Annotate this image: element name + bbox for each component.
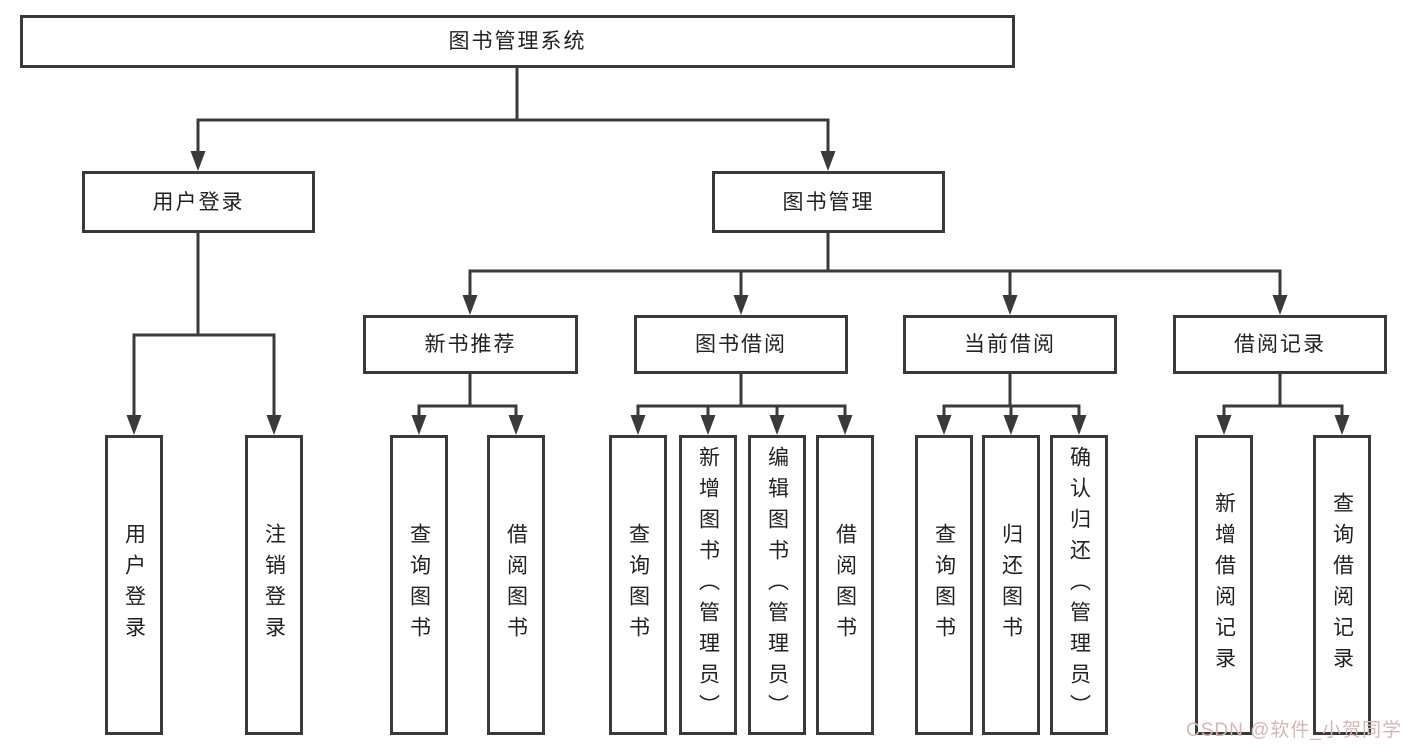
arrow-icon [190,151,206,171]
leaf-add-books-admin: 新增图书（管理员） [679,435,737,735]
arrow-icon [769,415,785,435]
arrow-icon [1272,295,1288,315]
leaf-query-books-recommend-label: 查询图书 [407,523,431,647]
node-current-borrowing-label: 当前借阅 [964,333,1056,356]
arrow-icon [936,415,952,435]
connector-book-borrow [636,372,847,430]
connector-root [196,66,830,166]
leaf-query-books-borrow-label: 查询图书 [626,523,650,647]
leaf-edit-books-admin: 编辑图书（管理员） [748,435,806,735]
node-book-borrowing: 图书借阅 [634,315,848,374]
csdn-watermark: CSDN @软件_小贺同学 [1186,720,1402,741]
arrow-icon [508,415,524,435]
leaf-confirm-return-admin-label: 确认归还（管理员） [1067,445,1091,725]
leaf-logout: 注销登录 [245,435,303,735]
leaf-query-books-recommend: 查询图书 [390,435,448,735]
arrow-icon [1071,415,1087,435]
leaf-borrow-books-recommend-label: 借阅图书 [504,523,528,647]
leaf-query-borrow-record: 查询借阅记录 [1313,435,1371,735]
arrow-icon [837,415,853,435]
node-borrowing-records: 借阅记录 [1173,315,1387,374]
arrow-icon [266,415,282,435]
leaf-query-books-borrow: 查询图书 [609,435,667,735]
leaf-return-books-label: 归还图书 [999,523,1023,647]
leaf-borrow-books-label: 借阅图书 [833,523,857,647]
connector-user-login [132,231,276,430]
arrow-icon [820,151,836,171]
node-current-borrowing: 当前借阅 [903,315,1117,374]
leaf-logout-label: 注销登录 [262,523,286,647]
node-book-management: 图书管理 [712,171,945,233]
leaf-query-borrow-record-label: 查询借阅记录 [1330,492,1354,678]
node-borrowing-records-label: 借阅记录 [1234,333,1326,356]
leaf-user-login: 用户登录 [105,435,163,735]
node-book-management-label: 图书管理 [782,190,875,214]
leaf-query-books-current-label: 查询图书 [932,523,956,647]
connector-new-book [417,372,518,430]
connector-borrow-records [1222,372,1344,430]
leaf-add-books-admin-label: 新增图书（管理员） [696,445,720,725]
leaf-add-borrow-record-label: 新增借阅记录 [1212,492,1236,678]
leaf-borrow-books: 借阅图书 [816,435,874,735]
arrow-icon [1334,415,1350,435]
connector-book-mgmt [468,231,1282,310]
leaf-query-books-current: 查询图书 [915,435,973,735]
arrow-icon [411,415,427,435]
arrow-icon [1216,415,1232,435]
arrow-icon [733,295,749,315]
node-new-book-recommend: 新书推荐 [363,315,578,374]
leaf-return-books: 归还图书 [982,435,1040,735]
arrow-icon [630,415,646,435]
node-user-login-label: 用户登录 [152,190,245,214]
node-new-book-recommend-label: 新书推荐 [424,333,517,356]
leaf-edit-books-admin-label: 编辑图书（管理员） [765,445,789,725]
leaf-user-login-label: 用户登录 [122,523,146,647]
leaf-confirm-return-admin: 确认归还（管理员） [1050,435,1108,735]
arrowheads [126,151,1350,435]
arrow-icon [1002,295,1018,315]
node-library-system: 图书管理系统 [20,15,1015,68]
arrow-icon [1003,415,1019,435]
arrow-icon [462,295,478,315]
node-book-borrowing-label: 图书借阅 [695,333,787,356]
node-library-system-label: 图书管理系统 [448,30,587,53]
leaf-borrow-books-recommend: 借阅图书 [487,435,545,735]
arrow-icon [126,415,142,435]
node-user-login: 用户登录 [82,171,315,233]
leaf-add-borrow-record: 新增借阅记录 [1195,435,1253,735]
arrow-icon [700,415,716,435]
